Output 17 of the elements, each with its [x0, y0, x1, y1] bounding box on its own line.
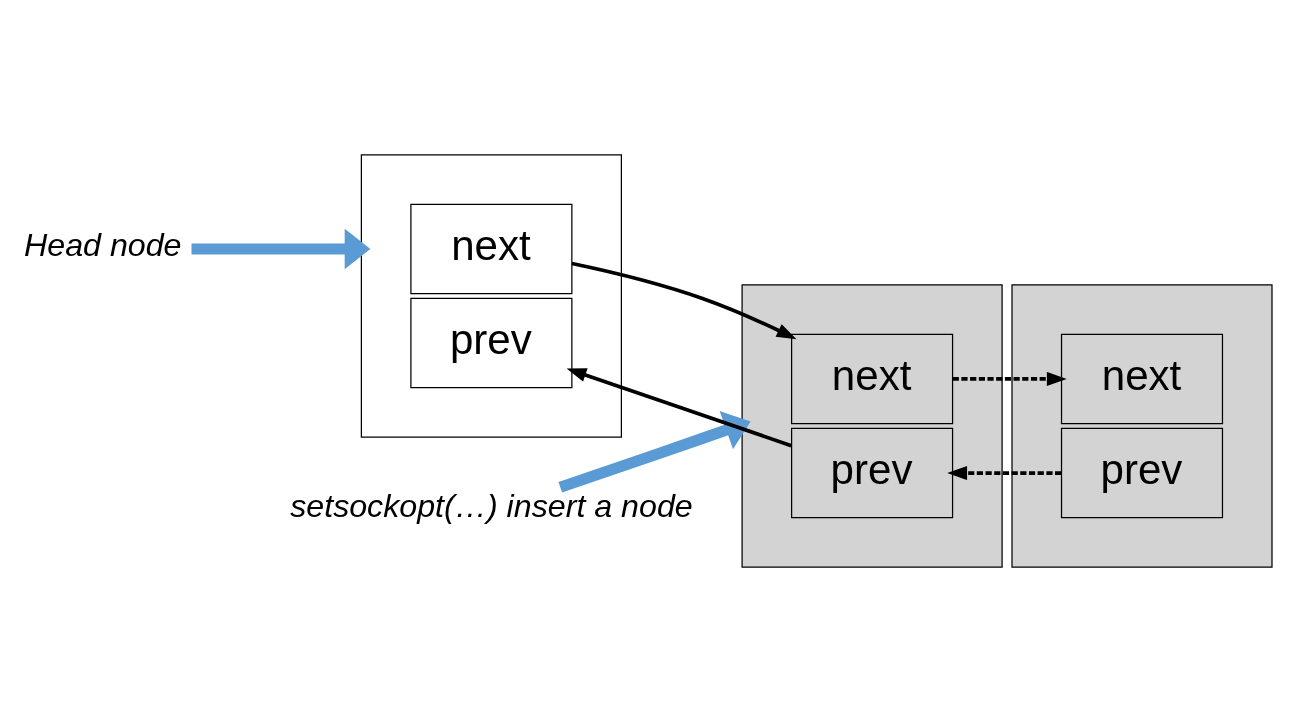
node-box: prev — [791, 427, 954, 518]
cluster — [741, 283, 1003, 568]
node-box: next — [410, 203, 573, 294]
node-box: prev — [410, 297, 573, 388]
arrow — [947, 465, 1062, 480]
arrow — [952, 371, 1067, 386]
cluster — [1011, 283, 1273, 568]
node-box: next — [1060, 333, 1224, 424]
arrow — [558, 410, 751, 492]
arrow — [191, 228, 371, 269]
node-box: next — [791, 333, 954, 424]
cluster — [360, 153, 622, 438]
arrow — [566, 367, 792, 447]
node-text: setsockopt(…) insert a node — [290, 487, 693, 524]
node-text: Head node — [24, 226, 182, 263]
node-box: prev — [1060, 427, 1224, 518]
arrow — [571, 261, 797, 339]
